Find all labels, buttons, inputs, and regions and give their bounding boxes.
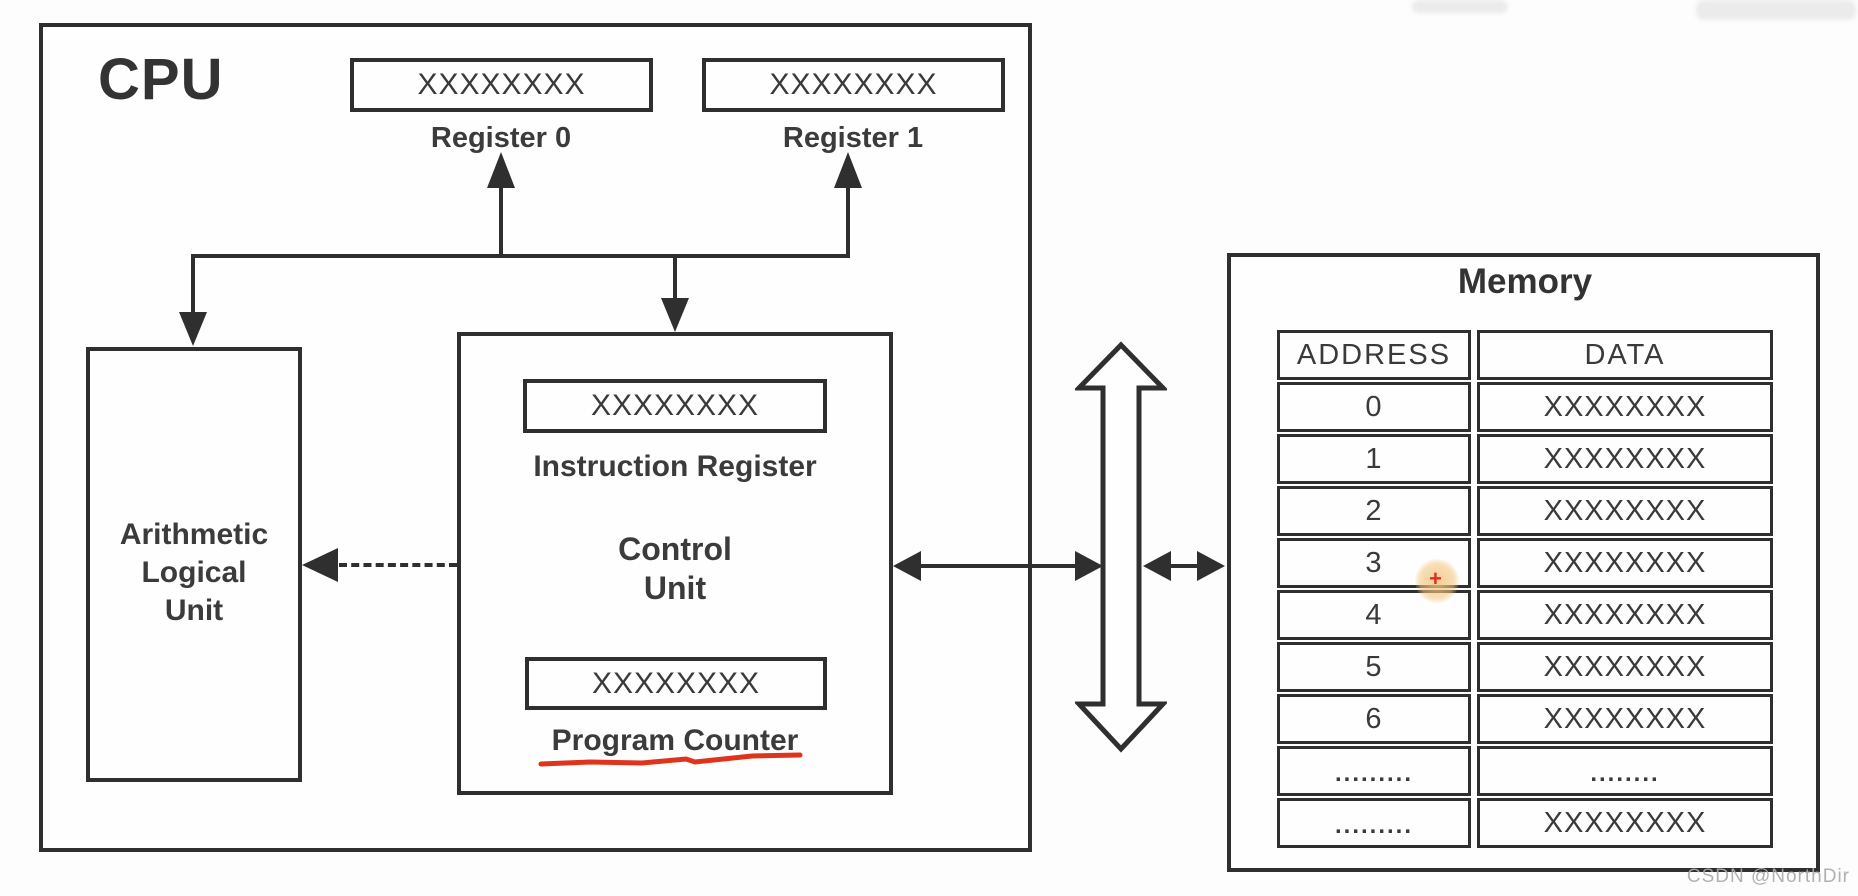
red-underline-annotation [538,752,803,767]
memory-row-data: XXXXXXXX [1477,434,1773,484]
register0-value: XXXXXXXX [417,68,586,101]
memory-row-address: 2 [1277,486,1471,536]
bus-double-arrow-icon [1075,341,1167,753]
control-unit-label-line1: Control [618,531,732,567]
memory-row-data: XXXXXXXX [1477,590,1773,640]
register1-box [702,58,1005,112]
arrow-to-control-unit-stem [673,254,677,300]
cu-bus-arrow-right-head-icon [1075,551,1103,581]
memory-row-address: 6 [1277,694,1471,744]
alu-label-line3: Unit [164,594,224,627]
memory-row-address: 0 [1277,382,1471,432]
watermark-text: CSDN @NorthDir [1686,866,1850,887]
alu-label-line2: Logical [141,556,247,589]
memory-row-data: XXXXXXXX [1477,486,1773,536]
bus-memory-arrow-line [1155,564,1213,568]
alu-box [86,347,302,782]
memory-row-data: ........ [1477,746,1773,796]
memory-row-data: XXXXXXXX [1477,798,1773,848]
alu-label-line1: Arithmetic [119,518,269,551]
arrow-to-control-unit-head-icon [661,298,689,332]
arrow-to-register1-head-icon [834,152,862,188]
highlight-circle [1415,559,1459,603]
instruction-register-label: Instruction Register [533,450,817,483]
memory-row-address: ......... [1277,798,1471,848]
cu-bus-arrow-line [909,564,1087,568]
program-counter-box [525,657,827,710]
register0-label: Register 0 [430,122,572,154]
memory-row-address: 1 [1277,434,1471,484]
memory-row-data: XXXXXXXX [1477,538,1773,588]
memory-header-address: ADDRESS [1277,330,1471,380]
bus-line [193,254,850,258]
arrow-to-register0-stem [499,186,503,256]
alu-label: Arithmetic Logical Unit [93,516,295,630]
faint-watermark-remnant [1412,0,1508,13]
dashed-arrow-line [339,563,457,567]
bus-memory-arrow-right-head-icon [1197,551,1225,581]
memory-title: Memory [1457,262,1593,301]
cpu-title: CPU [98,47,224,112]
faint-watermark-remnant [1696,0,1856,20]
instruction-register-box [523,379,827,433]
register1-label: Register 1 [782,122,924,154]
control-unit-label: Control Unit [575,530,775,608]
cu-bus-arrow-left-head-icon [893,551,921,581]
program-counter-value: XXXXXXXX [591,666,761,700]
memory-header-data: DATA [1477,330,1773,380]
register0-box [350,58,653,112]
arrow-to-register0-head-icon [487,152,515,188]
bus-memory-arrow-left-head-icon [1143,551,1171,581]
dashed-arrow-head-icon [302,548,338,582]
control-unit-label-line2: Unit [643,570,707,606]
arrow-to-register1-stem [846,186,850,256]
arrow-to-alu-stem [191,254,195,314]
memory-table: ADDRESS DATA 0 XXXXXXXX 1 XXXXXXXX 2 XXX… [1277,330,1773,848]
red-plus-annotation: + [1429,566,1442,591]
arrow-to-alu-head-icon [179,312,207,346]
memory-row-address: 5 [1277,642,1471,692]
instruction-register-value: XXXXXXXX [590,389,760,422]
memory-row-data: XXXXXXXX [1477,694,1773,744]
memory-row-address: ......... [1277,746,1471,796]
memory-row-data: XXXXXXXX [1477,642,1773,692]
memory-row-data: XXXXXXXX [1477,382,1773,432]
register1-value: XXXXXXXX [769,68,938,101]
program-counter-label: Program Counter [551,724,799,757]
